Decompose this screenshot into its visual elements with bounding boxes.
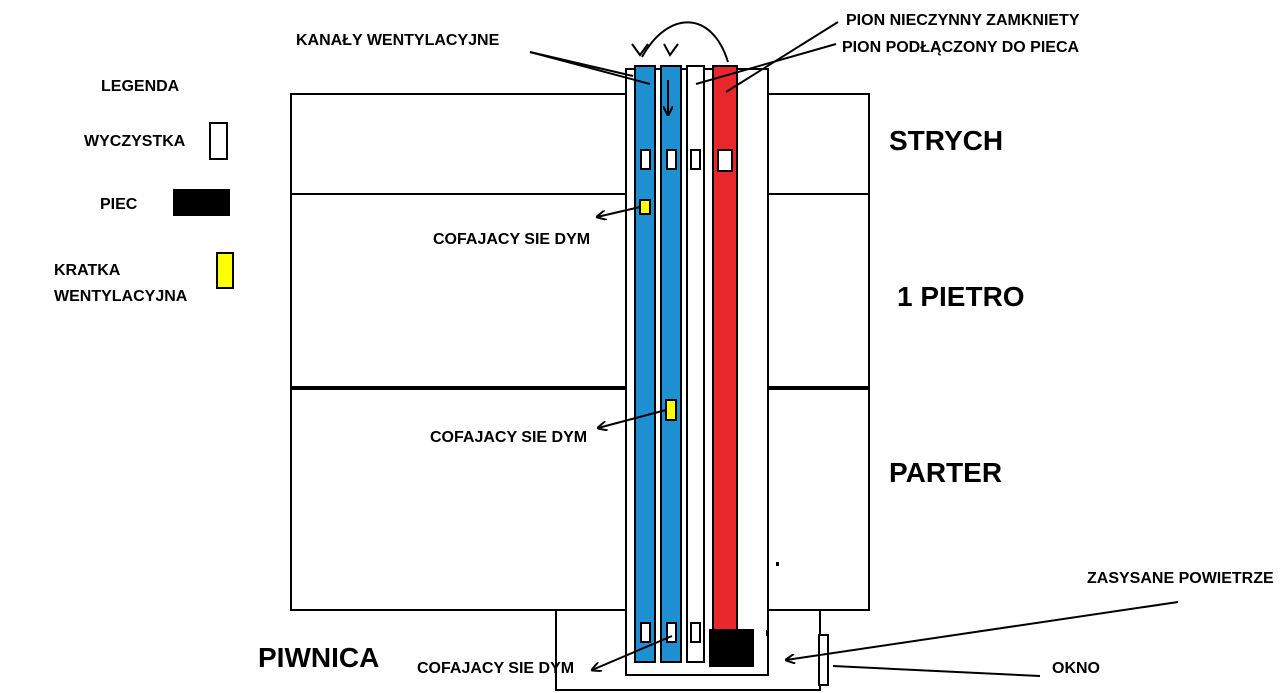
- stray-mark: [776, 562, 779, 566]
- arrow-smoke-ground-floor: [598, 409, 667, 428]
- legend-cleanout-swatch: [209, 122, 228, 160]
- ventilation-channel-2: [660, 65, 682, 663]
- legend-title: LEGENDA: [101, 78, 180, 95]
- label-smoke-first-floor: COFAJACY SIE DYM: [433, 231, 590, 248]
- pointer-channels-2: [529, 51, 634, 77]
- legend-grate-label-line1: KRATKA: [54, 262, 121, 279]
- cleanout-closed-riser-bottom: [690, 622, 701, 643]
- bypass-arc: [641, 21, 729, 63]
- arrow-smoke-basement: [592, 635, 673, 670]
- grate-channel-2-ground-floor: [665, 399, 677, 421]
- legend-grate-label-line2: WENTYLACYJNA: [54, 288, 188, 305]
- cleanout-channel-1-top: [640, 149, 651, 170]
- bypass-arrow-right: [663, 43, 679, 57]
- bypass-arrow-left: [631, 43, 649, 57]
- floor-label-attic: STRYCH: [889, 125, 1003, 156]
- label-smoke-ground-floor: COFAJACY SIE DYM: [430, 429, 587, 446]
- legend-grate-swatch: [216, 252, 234, 289]
- building-outline: [290, 93, 870, 611]
- basement-window: [818, 634, 829, 686]
- label-sucked-air: ZASYSANE POWIETRZE: [1087, 570, 1274, 587]
- label-ventilation-channels: KANAŁY WENTYLACYJNE: [296, 32, 500, 49]
- cleanout-furnace-riser-top: [717, 149, 733, 172]
- grate-channel-1-first-floor: [639, 199, 651, 215]
- label-smoke-basement: COFAJACY SIE DYM: [417, 660, 574, 677]
- pointer-closed-riser: [695, 43, 837, 85]
- floor-label-ground: PARTER: [889, 457, 1002, 488]
- pointer-furnace-riser: [725, 21, 839, 93]
- cleanout-closed-riser-top: [690, 149, 701, 170]
- arrow-smoke-first-floor: [597, 206, 641, 217]
- furnace: [709, 629, 754, 667]
- label-window: OKNO: [1052, 660, 1100, 677]
- stray-mark-2: [766, 630, 768, 636]
- floor-label-basement: PIWNICA: [258, 642, 379, 673]
- closed-riser: [686, 65, 705, 663]
- pointer-window: [832, 665, 1041, 677]
- legend-cleanout-label: WYCZYSTKA: [84, 133, 186, 150]
- floor-label-first: 1 PIETRO: [897, 281, 1025, 312]
- cleanout-channel-2-top: [666, 149, 677, 170]
- legend-furnace-label: PIEC: [100, 196, 138, 213]
- cleanout-channel-2-bottom: [666, 622, 677, 643]
- label-closed-riser: PION NIECZYNNY ZAMKNIETY: [846, 12, 1080, 29]
- legend-furnace-swatch: [173, 189, 230, 216]
- arrow-sucked-air: [786, 601, 1179, 660]
- label-furnace-riser: PION PODŁĄCZONY DO PIECA: [842, 39, 1080, 56]
- cleanout-channel-1-bottom: [640, 622, 651, 643]
